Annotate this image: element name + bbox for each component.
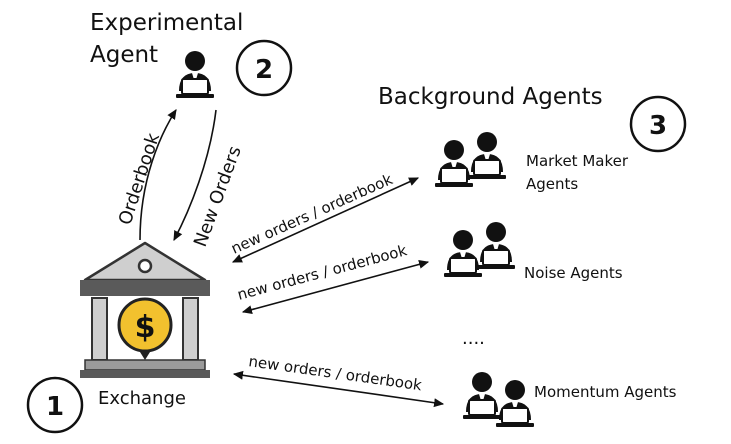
background-agents-title: Background Agents <box>378 84 603 110</box>
experimental-agent-label-line2: Agent <box>90 42 158 68</box>
noise-agents-label: Noise Agents <box>524 264 623 282</box>
market-maker-edge-arrow <box>231 177 420 263</box>
noise-agents-edge-arrow <box>241 260 430 314</box>
experimental-agent-number-badge <box>235 39 293 97</box>
exchange-number-badge <box>26 376 84 434</box>
momentum-agents-icon <box>462 371 535 428</box>
exchange-number: 1 <box>46 392 64 422</box>
new-orders-edge-label: New Orders <box>190 143 246 249</box>
experimental-agent-icon <box>175 50 215 99</box>
orderbook-arrow <box>139 109 177 241</box>
dollar-coin-icon <box>117 297 173 353</box>
market-maker-label-line2: Agents <box>526 175 578 193</box>
noise-agents-edge-label: new orders / orderbook <box>235 241 409 304</box>
market-maker-label-line1: Market Maker <box>526 152 629 170</box>
exchange-icon: $ <box>80 241 210 378</box>
experimental-agent-label-line1: Experimental <box>90 10 243 36</box>
noise-agents-icon <box>443 221 516 278</box>
experimental-agent-group: Experimental Agent 2 <box>90 10 293 99</box>
new-orders-arrow <box>173 109 217 241</box>
momentum-agents-label: Momentum Agents <box>534 383 677 401</box>
orderbook-edge-label: Orderbook <box>115 130 165 227</box>
experimental-agent-number: 2 <box>255 55 273 85</box>
market-maker-edge-label: new orders / orderbook <box>228 170 395 258</box>
exchange-label: Exchange <box>98 388 186 409</box>
background-agents-number: 3 <box>649 111 667 141</box>
background-agents-number-badge <box>629 95 687 153</box>
market-maker-agents-icon <box>434 131 507 188</box>
coin-symbol: $ <box>135 310 156 345</box>
momentum-agents-edge-arrow <box>232 370 445 408</box>
more-agents-ellipsis: .... <box>462 328 485 349</box>
